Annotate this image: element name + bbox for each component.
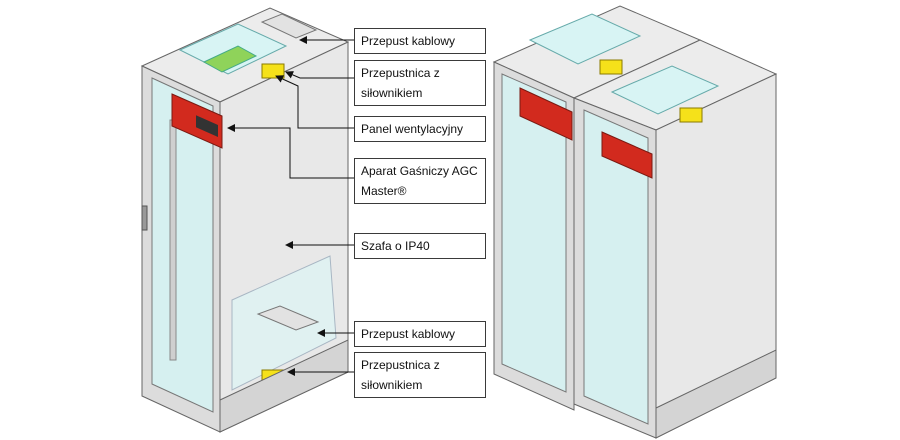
right-cabinet-a-red-unit — [519, 87, 573, 141]
right-cabinet-a-vent — [528, 13, 642, 65]
left-vent-panel-fans — [202, 45, 258, 73]
callout-cabinet: Szafa o IP40 — [354, 233, 486, 259]
left-top-actuator — [261, 63, 285, 79]
right-cabinets — [492, 5, 778, 439]
right-cabinet-b-actuator — [679, 107, 703, 123]
right-cabinet-b-red-unit — [601, 131, 653, 179]
right-cabinet-b-glass — [583, 109, 649, 425]
right-cabinet-b-vent — [610, 65, 720, 115]
callout-top-cable-gland: Przepust kablowy — [354, 28, 486, 54]
left-extinguisher-display — [196, 115, 218, 138]
left-cabinet-handle — [141, 205, 148, 231]
right-cabinet-b-plinth — [655, 349, 777, 439]
leader-top-damper — [285, 71, 354, 79]
leader-extinguisher — [227, 124, 354, 179]
callout-bottom-damper: Przepustnica z siłownikiem — [354, 352, 486, 398]
leader-vent-panel — [275, 75, 354, 129]
left-bottom-cable-gland — [256, 305, 320, 331]
right-cabinet-a-actuator — [599, 59, 623, 75]
left-cabinet-rail — [169, 119, 177, 361]
left-cabinet — [140, 7, 350, 433]
left-top-cable-gland — [260, 13, 318, 39]
callout-extinguisher: Aparat Gaśniczy AGC Master® — [354, 158, 486, 204]
right-cabinet-a-glass — [501, 73, 567, 393]
leader-lines — [227, 36, 354, 376]
callout-vent-panel: Panel wentylacyjny — [354, 116, 486, 142]
left-cabinet-glass-door — [151, 77, 214, 413]
callout-top-damper: Przepustnica z siłownikiem — [354, 60, 486, 106]
callout-bottom-cable-gland: Przepust kablowy — [354, 321, 486, 347]
